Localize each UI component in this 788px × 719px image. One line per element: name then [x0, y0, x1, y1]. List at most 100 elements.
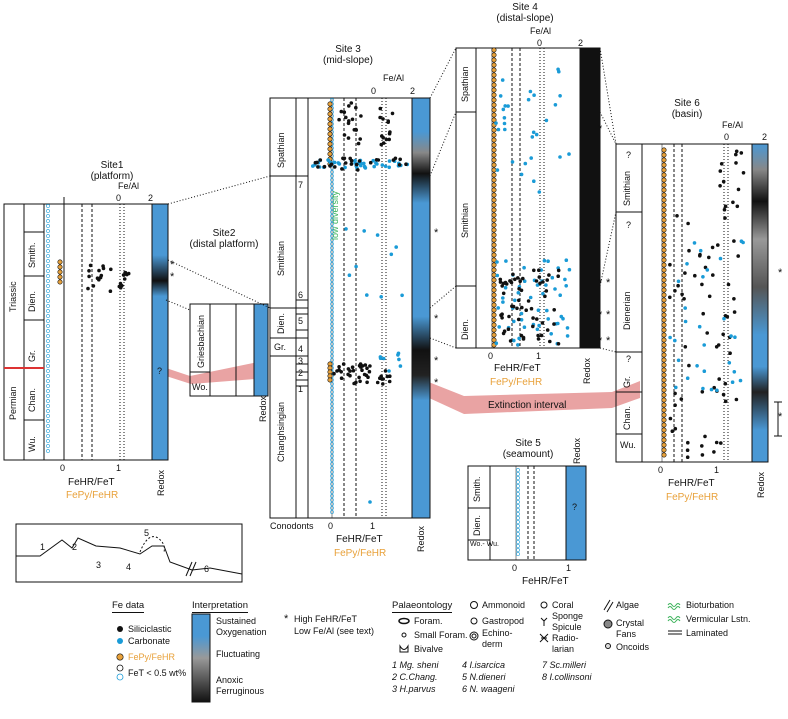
low-fet-point [330, 454, 334, 458]
carbonate-point [537, 323, 541, 328]
siliciclastic-point [685, 455, 690, 460]
low-fet-point [46, 299, 50, 303]
carbonate-point [532, 93, 536, 97]
carbonate-point [553, 287, 557, 291]
carbonate-point [676, 358, 681, 363]
carbonate-point [354, 264, 358, 269]
site1-tick-2: 2 [148, 193, 154, 203]
siliciclastic-point [339, 109, 344, 114]
low-fet-point [516, 500, 520, 504]
siliciclastic-point [365, 366, 369, 371]
siliciclastic-point [376, 158, 381, 162]
carbonate-point [519, 172, 524, 177]
siliciclastic-point [728, 351, 732, 356]
low-fet-point [330, 266, 334, 270]
site5-xtick-1: 1 [566, 563, 572, 573]
siliciclastic-point [739, 151, 744, 155]
site5-xtick-0: 0 [512, 563, 518, 573]
carbonate-point [695, 364, 699, 368]
extinction-band-right [612, 381, 640, 408]
carbonate-point [381, 356, 386, 361]
low-fet-point [330, 294, 334, 298]
fepy-point [491, 142, 497, 148]
siliciclastic-point [349, 101, 354, 105]
siliciclastic-point [388, 130, 392, 134]
siliciclastic-point [700, 390, 705, 394]
siliciclastic-point [539, 333, 544, 338]
site3-dien: Dien. [276, 312, 286, 334]
low-fet-point [330, 234, 334, 238]
site1-panel [3, 197, 169, 461]
siliciclastic-point [556, 274, 560, 279]
carbonate-point [383, 164, 388, 169]
low-fet-point [516, 492, 520, 496]
carbonate-point [559, 314, 564, 319]
carbonate-point [692, 241, 697, 245]
site6-star-b: * [778, 411, 783, 423]
siliciclastic-point [544, 289, 549, 293]
legend-taxon-6: 6 N. waageni [462, 684, 515, 694]
site3-zone-5: 5 [298, 316, 304, 326]
low-fet-point [330, 510, 334, 514]
siliciclastic-point [91, 284, 96, 288]
siliciclastic-point [734, 149, 739, 154]
carbonate-point [558, 94, 562, 98]
low-fet-point [516, 476, 520, 480]
site2-griesbachian: Griesbachian [196, 314, 206, 368]
fepy-point [491, 257, 497, 263]
carbonate-point [365, 293, 369, 297]
siliciclastic-point [123, 270, 128, 275]
site1-chan: Chan. [27, 387, 37, 412]
fepy-point [661, 277, 667, 283]
legend-taxon-3: 3 H.parvus [392, 684, 436, 694]
carbonate-point [564, 258, 569, 263]
carbonate-point [380, 163, 385, 167]
site3-zone-1: 1 [298, 384, 304, 394]
low-fet-point [330, 318, 334, 322]
siliciclastic-point [354, 127, 358, 132]
fepy-point [661, 257, 667, 263]
fepy-point [661, 342, 667, 348]
fepy-point [661, 422, 667, 428]
siliciclastic-point [498, 280, 503, 284]
low-fet-point [46, 309, 50, 313]
siliciclastic-point [721, 392, 726, 397]
siliciclastic-point [351, 368, 356, 373]
site6-gr: Gr. [622, 375, 632, 388]
carbonate-point [535, 327, 540, 332]
legend-sponge1: Sponge [552, 611, 584, 621]
site3-fe-al-label: Fe/Al [383, 73, 405, 83]
siliciclastic-point [379, 374, 384, 379]
carbonate-point [379, 295, 384, 299]
fepy-point [491, 172, 497, 178]
fepy-point [491, 222, 497, 228]
site3-smithian: Smithian [276, 240, 286, 276]
fepy-point [661, 282, 667, 288]
low-fet-point [46, 434, 50, 438]
low-fet-point [330, 490, 334, 494]
low-fet-point [330, 410, 334, 414]
fepy-point [491, 87, 497, 93]
low-fet-point [46, 409, 50, 413]
siliciclastic-point [700, 282, 704, 287]
siliciclastic-point [531, 324, 535, 329]
site3-star-a: * [434, 227, 439, 239]
map-label-1: 1 [40, 542, 46, 552]
fepy-point [491, 187, 497, 193]
siliciclastic-point [87, 274, 91, 279]
site3-xtick-0: 0 [328, 521, 334, 531]
siliciclastic-point [668, 416, 673, 421]
carbonate-point [534, 132, 539, 137]
low-fet-point [46, 239, 50, 243]
carbonate-point [702, 343, 706, 347]
fepy-point [57, 259, 63, 265]
carbonate-point [496, 306, 501, 310]
siliciclastic-point [532, 268, 536, 273]
siliciclastic-point [535, 317, 539, 321]
low-fet-point [330, 470, 334, 474]
siliciclastic-point [404, 162, 408, 166]
legend-high-note2: Low Fe/Al (see text) [294, 626, 375, 636]
fepy-point [491, 332, 497, 338]
fepy-point [661, 412, 667, 418]
carbonate-point [698, 248, 703, 253]
